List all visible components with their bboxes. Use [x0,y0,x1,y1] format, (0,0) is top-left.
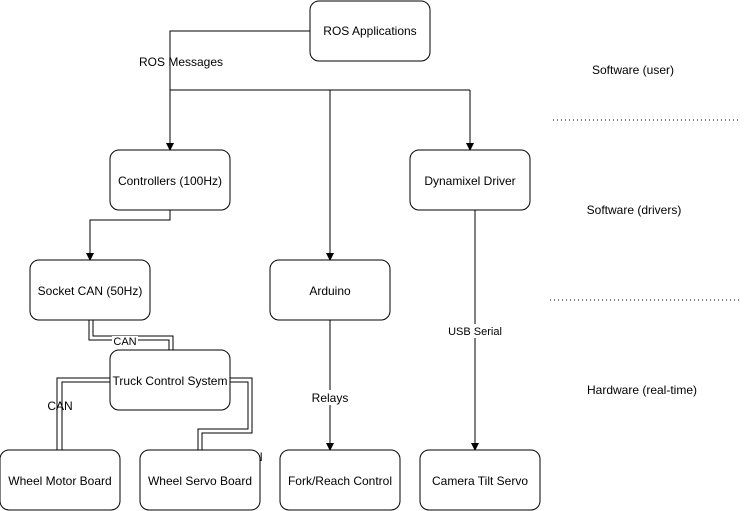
edge-label-usb-serial: USB Serial [448,326,502,338]
node-ros-applications[interactable]: ROS Applications [309,0,431,62]
node-wheel-servo-board[interactable]: Wheel Servo Board [139,449,261,511]
node-camera-tilt-servo[interactable]: Camera Tilt Servo [419,449,541,511]
edge-label-can-top: CAN [113,336,136,348]
node-socket-can[interactable]: Socket CAN (50Hz) [29,259,151,321]
layer-label-software-user: Software (user) [592,63,674,77]
node-controllers-label: Controllers (100Hz) [118,174,222,188]
node-arduino[interactable]: Arduino [269,259,391,321]
can-link-truck-to-wheel-servo [197,377,253,450]
node-dynamixel-driver-label: Dynamixel Driver [424,174,515,188]
edge-apps-to-bus [169,30,310,90]
node-wheel-motor-board[interactable]: Wheel Motor Board [0,449,121,511]
can-link-truck-to-wheel-motor [56,377,110,450]
node-socket-can-label: Socket CAN (50Hz) [38,284,143,298]
edge-controllers-to-socket-can [86,210,171,261]
node-arduino-label: Arduino [309,284,351,298]
node-controllers[interactable]: Controllers (100Hz) [109,149,231,211]
node-truck-control-system[interactable]: Truck Control System [109,349,231,411]
node-truck-control-system-label: Truck Control System [113,374,228,388]
node-fork-reach-control[interactable]: Fork/Reach Control [279,449,401,511]
node-camera-tilt-servo-label: Camera Tilt Servo [432,474,528,488]
node-ros-applications-label: ROS Applications [323,24,416,38]
node-wheel-servo-board-label: Wheel Servo Board [148,474,252,488]
node-fork-reach-control-label: Fork/Reach Control [288,474,392,488]
usb-serial-label-bg [442,324,508,338]
edge-label-can-left: CAN [47,399,72,413]
relays-label-bg [308,390,352,405]
can-top-label-bg [112,336,138,346]
edge-label-relays: Relays [312,391,349,405]
node-dynamixel-driver[interactable]: Dynamixel Driver [409,149,531,211]
node-wheel-motor-board-label: Wheel Motor Board [8,474,111,488]
edge-label-ros-messages: ROS Messages [139,55,223,69]
layer-label-hardware-realtime: Hardware (real-time) [587,383,697,397]
layer-label-software-drivers: Software (drivers) [587,203,682,217]
